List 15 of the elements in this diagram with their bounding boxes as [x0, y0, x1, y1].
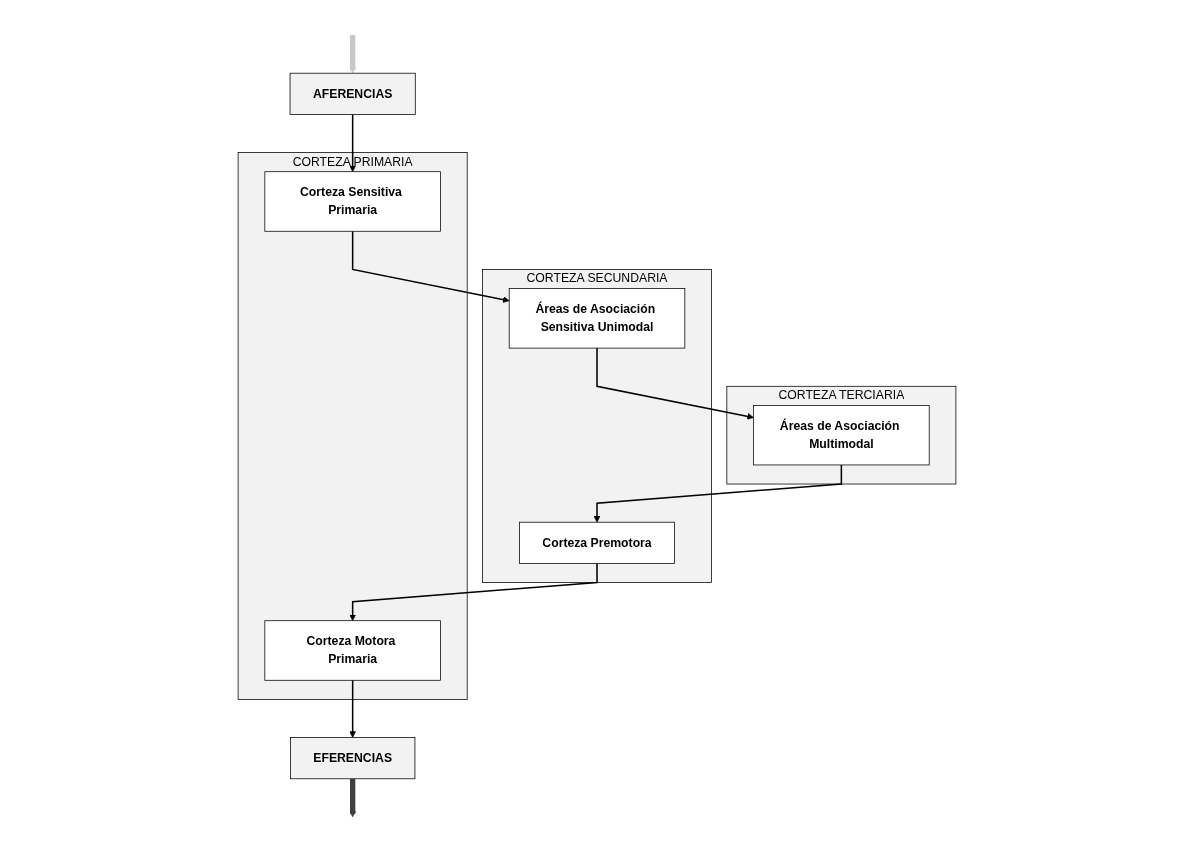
arrow: [593, 464, 843, 523]
arrow: [349, 35, 356, 74]
arrow: [349, 778, 356, 818]
node-box: Corteza Premotora: [519, 521, 675, 564]
arrow: [349, 113, 356, 172]
node-box: AFERENCIAS: [289, 72, 416, 115]
node-box: EFERENCIAS: [290, 737, 416, 780]
arrow: [349, 679, 356, 738]
node-box: Corteza Sensitiva Primaria: [264, 171, 441, 232]
node-box: Corteza Motora Primaria: [264, 620, 441, 681]
node-box: Áreas de Asociación Multimodal: [753, 405, 930, 466]
arrow: [349, 562, 598, 621]
arrow: [596, 347, 754, 420]
node-box: Áreas de Asociación Sensitiva Unimodal: [508, 288, 686, 349]
arrow: [351, 230, 510, 303]
